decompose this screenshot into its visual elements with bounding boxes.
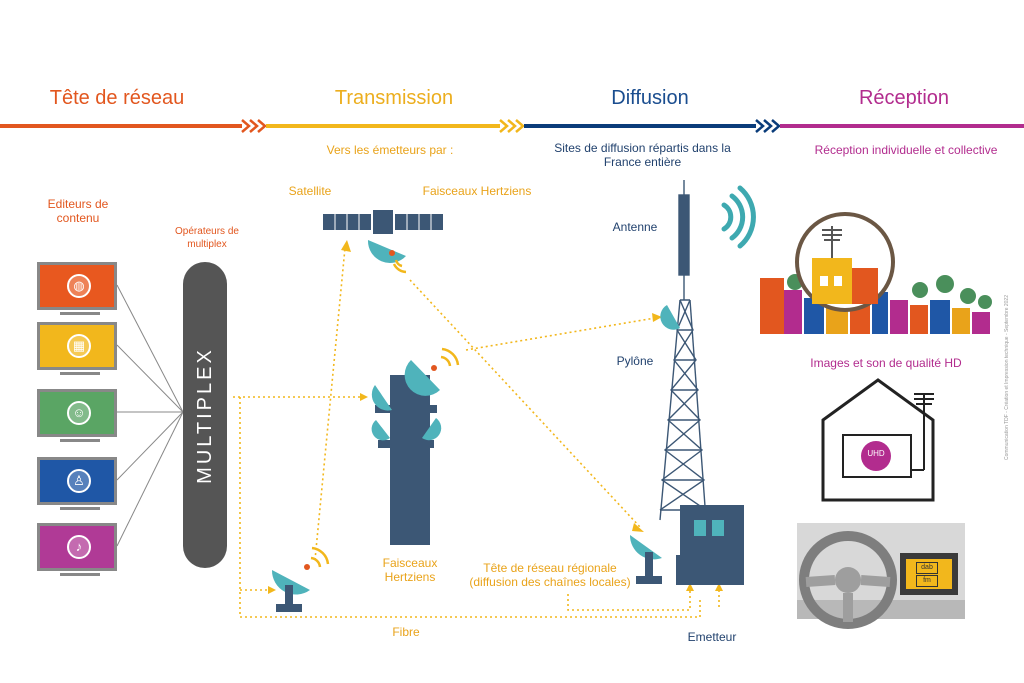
channel-tv: ◍	[37, 262, 117, 315]
kids-cartoon-icon: ☺	[67, 401, 91, 425]
city-buildings-icon	[760, 212, 992, 334]
tete-regionale-label: Tête de réseau régionale (diffusion des …	[469, 561, 631, 589]
emetteur-label: Emetteur	[687, 630, 737, 644]
credit-text: Communication TDF - Création et Impressi…	[1004, 295, 1010, 460]
antenne-label: Antenne	[612, 220, 658, 234]
house-uhd-icon	[821, 378, 935, 502]
microphone-icon: ♪	[67, 535, 91, 559]
multiplex-label: MULTIPLEX	[193, 346, 216, 484]
hd-quality-label: Images et son de qualité HD	[810, 356, 962, 370]
ground-station-dish-icon	[271, 546, 330, 612]
reception-type-label: Réception individuelle et collective	[814, 143, 998, 157]
stage-title-head-end: Tête de réseau	[49, 87, 185, 109]
broadcast-pylon-icon	[659, 180, 707, 521]
channel-tv: ♪	[37, 523, 117, 576]
fibre-label: Fibre	[392, 625, 420, 639]
editors-label: Editeurs de contenu	[47, 197, 109, 225]
news-presenter-icon: ♙	[67, 469, 91, 493]
transmitter-building-icon	[676, 505, 744, 585]
satellite-icon	[323, 210, 443, 274]
microwave-tower-icon	[371, 347, 460, 545]
stage-title-reception: Réception	[858, 87, 950, 109]
sites-label: Sites de diffusion répartis dans la Fran…	[554, 141, 731, 169]
faisceaux-top-label: Faisceaux Hertziens	[422, 184, 532, 198]
pylon-dish-icon	[660, 305, 680, 330]
editor-to-multiplex-lines	[116, 284, 184, 547]
vers-emetteurs-label: Vers les émetteurs par :	[326, 143, 454, 157]
antenna-waves-icon	[721, 185, 756, 249]
film-reel-icon: ▦	[67, 334, 91, 358]
regional-dish-icon	[629, 535, 662, 584]
signal-paths	[233, 247, 720, 618]
dab-badge: dab	[916, 562, 938, 574]
channel-tv: ♙	[37, 457, 117, 510]
faisceaux-tower-label: Faisceaux Hertziens	[382, 556, 438, 584]
stage-title-transmission: Transmission	[334, 87, 454, 109]
stage-title-diffusion: Diffusion	[611, 87, 689, 109]
satellite-label: Satellite	[288, 184, 332, 198]
channel-tv: ☺	[37, 389, 117, 442]
uhd-badge-label: UHD	[867, 449, 885, 458]
fm-badge: fm	[916, 575, 938, 587]
car-dashboard-icon	[797, 523, 965, 629]
channel-tv: ▦	[37, 322, 117, 375]
stage-arrow-bar	[0, 119, 1024, 133]
multiplex-block	[183, 262, 227, 568]
sport-ball-icon: ◍	[67, 274, 91, 298]
pylone-label: Pylône	[616, 354, 654, 368]
operators-label: Opérateurs de multiplex	[175, 226, 239, 250]
